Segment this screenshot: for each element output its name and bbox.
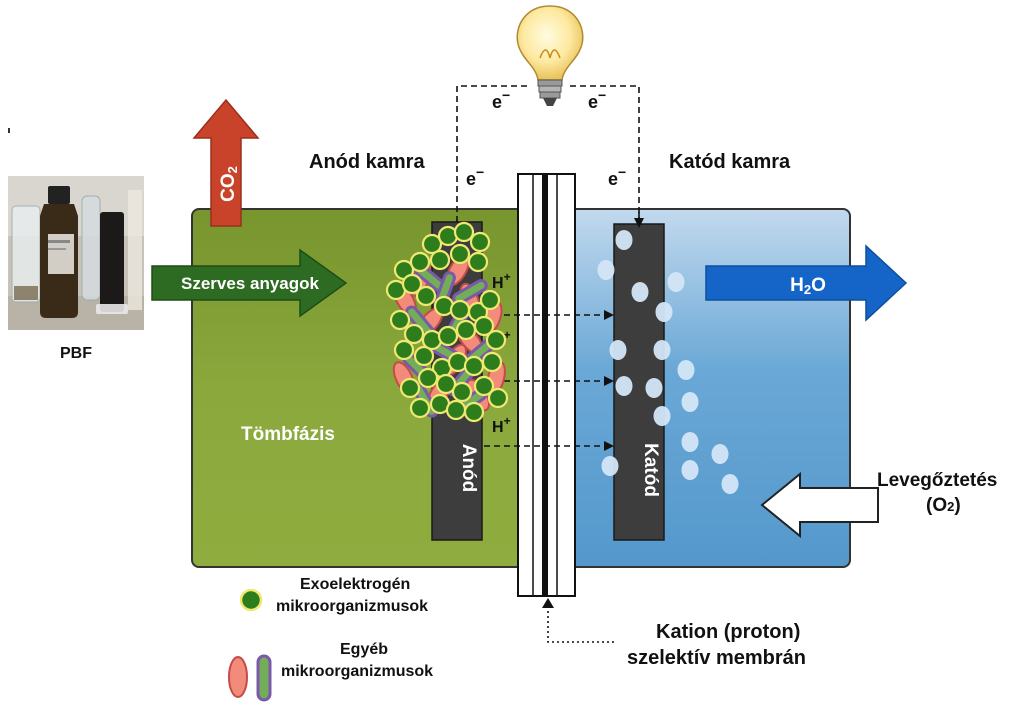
air-bubble — [601, 456, 619, 476]
reagent-bottles-photo — [8, 176, 144, 330]
aeration-bubbles — [597, 230, 739, 494]
proton-label-3: H+ — [492, 414, 511, 436]
air-bubble — [711, 444, 729, 464]
legend-exo-label-line2: mikroorganizmusok — [276, 598, 429, 615]
exo-microbe — [429, 249, 451, 271]
organics-label: Szerves anyagok — [181, 274, 320, 293]
air-bubble — [681, 432, 699, 452]
exo-microbe — [389, 309, 411, 331]
exo-microbe — [449, 299, 471, 321]
aeration-arrow — [760, 471, 879, 539]
exo-microbe — [485, 329, 507, 351]
other-microbe-rod — [452, 279, 488, 305]
exo-microbe — [445, 399, 467, 421]
exo-microbe — [487, 387, 509, 409]
exo-microbe — [463, 401, 485, 423]
exo-microbe — [417, 367, 439, 389]
biofilm — [385, 221, 509, 423]
air-bubble — [653, 406, 671, 426]
exo-microbe — [437, 325, 459, 347]
air-bubble — [615, 376, 633, 396]
air-bubble — [609, 340, 627, 360]
air-bubble — [655, 302, 673, 322]
exo-microbe — [473, 375, 495, 397]
exo-microbe — [481, 351, 503, 373]
electron-label-top-left: e− — [492, 87, 510, 112]
air-bubble — [645, 378, 663, 398]
exo-microbe — [413, 345, 435, 367]
membrane-label-line1: Kation (proton) — [656, 621, 801, 643]
legend-exo-label-line1: Exoelektrogén — [300, 576, 411, 593]
exo-microbe — [399, 377, 421, 399]
legend-other-microbe-rod — [256, 654, 272, 702]
legend-other-label-line2: mikroorganizmusok — [281, 663, 434, 680]
exo-microbe — [415, 285, 437, 307]
light-bulb-icon — [516, 5, 584, 106]
water-arrow — [705, 244, 908, 322]
exo-microbe — [401, 273, 423, 295]
air-bubble — [597, 260, 615, 280]
aeration-label-line2: (O2) — [926, 495, 961, 516]
air-bubble — [721, 474, 739, 494]
legend-other-microbe-pink — [228, 656, 248, 698]
water-label: H2O — [790, 275, 826, 297]
exo-microbe — [393, 339, 415, 361]
air-bubble — [653, 340, 671, 360]
exo-microbe — [451, 381, 473, 403]
exo-microbe — [449, 243, 471, 265]
exo-microbe — [455, 319, 477, 341]
bulk-phase-label: Tömbfázis — [241, 424, 335, 445]
exo-microbe — [467, 251, 489, 273]
co2-label: CO2 — [218, 166, 240, 202]
legend-exo-microbe — [239, 588, 263, 612]
aeration-label-line1: Levegőztetés — [877, 470, 998, 491]
air-bubble — [631, 282, 649, 302]
organics-arrow — [151, 248, 348, 318]
exo-microbe — [421, 233, 443, 255]
exo-microbe — [463, 355, 485, 377]
proton-label-1: H+ — [492, 270, 511, 292]
anode-label: Anód — [458, 444, 479, 493]
air-bubble — [615, 230, 633, 250]
air-bubble — [681, 392, 699, 412]
air-bubble — [667, 272, 685, 292]
membrane-pointer — [547, 606, 614, 643]
electron-label-top-right: e− — [588, 87, 606, 112]
anode-chamber-label: Anód kamra — [309, 151, 425, 173]
cathode-label: Katód — [640, 443, 661, 497]
exo-microbe — [473, 315, 495, 337]
co2-arrow — [192, 98, 260, 227]
exo-microbe — [435, 373, 457, 395]
legend-other-label-line1: Egyéb — [340, 641, 389, 658]
exo-microbe — [469, 231, 491, 253]
photo-caption: PBF — [60, 345, 92, 362]
exo-microbe — [403, 323, 425, 345]
membrane-core — [542, 174, 548, 596]
exo-microbe — [479, 289, 501, 311]
exo-microbe — [409, 251, 431, 273]
exo-microbe — [409, 397, 431, 419]
exo-microbe — [453, 221, 475, 243]
cathode-chamber-label: Katód kamra — [669, 151, 791, 173]
electron-label-cathode: e− — [608, 164, 626, 189]
air-bubble — [677, 360, 695, 380]
electron-label-anode: e− — [466, 164, 484, 189]
air-bubble — [681, 460, 699, 480]
external-circuit — [456, 85, 640, 222]
membrane-label-line2: szelektív membrán — [627, 647, 806, 669]
